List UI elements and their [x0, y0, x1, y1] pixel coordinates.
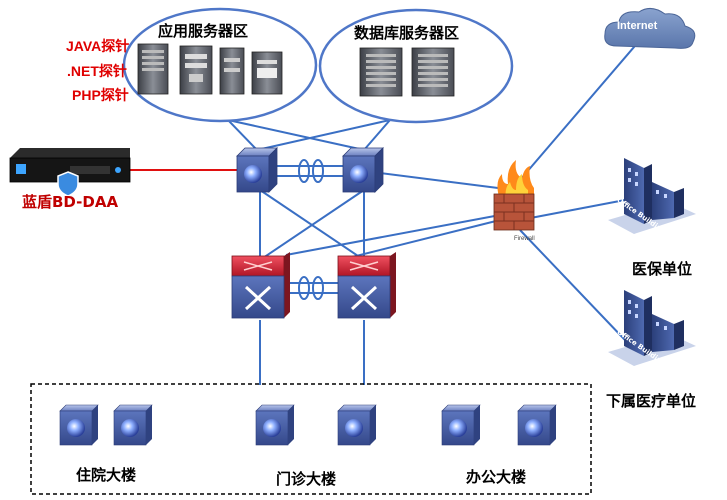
dotnet-probe-label: .NET探针 [67, 63, 127, 79]
bd-daa-appliance [9, 148, 131, 183]
access-switch [113, 404, 153, 446]
core-switch-left [236, 147, 278, 193]
building-label: 门诊大楼 [276, 470, 337, 488]
router-left [231, 252, 290, 319]
firewall-icon [493, 160, 535, 231]
internet-cloud-icon [604, 8, 696, 49]
remote-site-label: 医保单位 [632, 260, 693, 278]
php-probe-label: PHP探针 [72, 87, 129, 103]
db-servers [359, 47, 455, 97]
access-switch [441, 404, 481, 446]
shield-icon [57, 171, 79, 197]
building-label: 住院大楼 [76, 466, 137, 484]
core-switch-right [342, 147, 384, 193]
remote-site-label: 下属医疗单位 [606, 392, 697, 410]
app-servers [137, 43, 283, 95]
appliance-label: 蓝盾BD-DAA [22, 193, 119, 211]
server-icon [179, 45, 213, 95]
server-icon [411, 47, 455, 97]
access-switch [255, 404, 295, 446]
server-icon [251, 51, 283, 95]
router-right [337, 252, 396, 319]
internet-label: Internet [617, 20, 658, 32]
app-server-zone-label: 应用服务器区 [158, 22, 249, 40]
server-icon [359, 47, 403, 97]
access-switch [337, 404, 377, 446]
building-label: 办公大楼 [466, 468, 527, 486]
office-building-icon [608, 290, 696, 366]
access-switch [59, 404, 99, 446]
server-icon [219, 47, 245, 95]
java-probe-label: JAVA探针 [66, 38, 130, 54]
db-server-zone-label: 数据库服务器区 [354, 24, 460, 42]
server-icon [137, 43, 169, 95]
link-bundle-ellipses [298, 159, 324, 300]
access-layer-box [30, 383, 592, 495]
access-switches [59, 404, 557, 446]
office-building-icon [608, 158, 696, 234]
firewall-label: Firewall [514, 236, 535, 242]
network-links [227, 39, 641, 385]
access-switch [517, 404, 557, 446]
